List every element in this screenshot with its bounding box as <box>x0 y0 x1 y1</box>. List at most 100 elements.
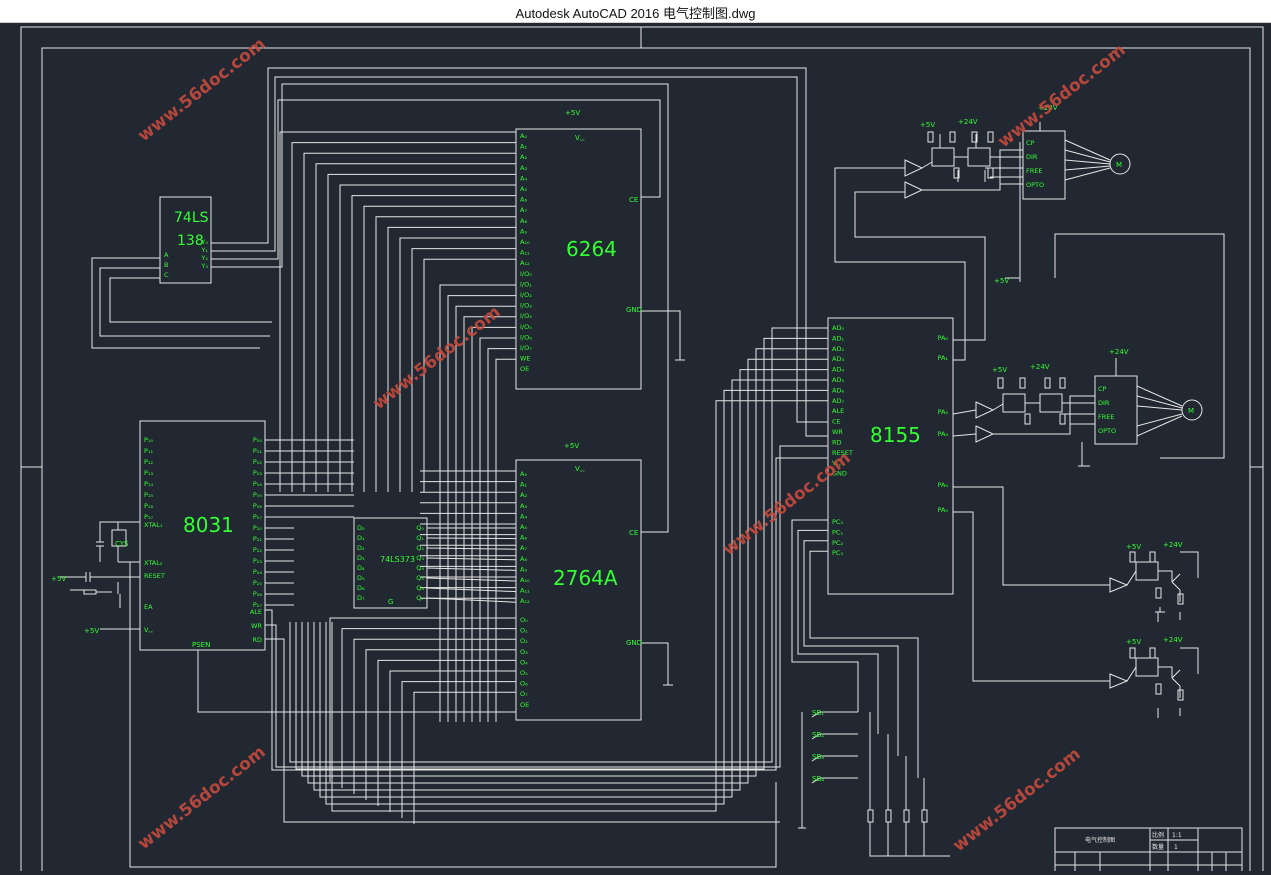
watermark-text: www.56doc.com <box>134 34 269 146</box>
chip-8031 <box>139 420 266 651</box>
driver-1-supply <box>1010 122 1041 282</box>
ppi-pin-label: PA₁ <box>937 354 948 362</box>
mcu-pin-label: P₂₃ <box>253 557 263 565</box>
wire <box>365 649 516 800</box>
title-block-scale-value: 1:1 <box>1172 832 1182 839</box>
resistor <box>921 809 928 823</box>
wire <box>387 226 516 492</box>
wire <box>197 650 516 713</box>
latch-pin-label: Q₇ <box>416 594 424 602</box>
ppi-pin-label: AD₇ <box>832 397 844 405</box>
resistor <box>949 131 956 143</box>
title-block-grid <box>1055 828 1242 875</box>
wire <box>295 337 828 770</box>
decoder-pin-label: Y₃ <box>200 262 208 270</box>
eprom-pin-label: A₁ <box>520 481 527 489</box>
optocoupler <box>1135 561 1159 581</box>
pin-labels: A₀A₁A₂A₃A₄A₅A₆A₇A₈A₉A₁₀A₁₁A₁₂I/O₀I/O₁I/O… <box>144 132 1116 709</box>
chip-8031-label: 8031 <box>183 513 234 537</box>
ppi-pin-label: AD₆ <box>832 386 844 394</box>
ppi-pin-label: PC₁ <box>832 528 843 536</box>
mcu-pin-label: P₀₄ <box>253 480 263 488</box>
ram-pin-label: I/O₄ <box>520 312 532 320</box>
wire <box>854 191 986 341</box>
driver-pin-label: CP <box>1026 139 1035 147</box>
latch-pin-label: D₃ <box>357 554 365 562</box>
motor-1-label: M <box>1116 161 1122 169</box>
ram-pin-label: I/O₁ <box>520 280 532 288</box>
wire <box>315 163 516 492</box>
chip-74ls373-label: 74LS373 <box>380 555 415 564</box>
supply-24v-label: +24V <box>1163 541 1183 549</box>
wire <box>303 152 516 492</box>
ram-pin-label: I/O₃ <box>520 302 532 310</box>
latch-pin-label: D₁ <box>357 534 365 542</box>
resistor <box>1059 377 1066 389</box>
ppi-pin-label: PA₀ <box>937 334 948 342</box>
wire <box>331 400 828 812</box>
switch-label: SB₂ <box>812 731 824 739</box>
mcu-pin-label: RESET <box>144 572 165 580</box>
wire <box>479 337 516 722</box>
resistor <box>867 809 874 823</box>
supply-24v-label: +24V <box>1109 348 1129 356</box>
eprom-pin-label: A₆ <box>520 534 527 542</box>
ram-pin-label: A₁₂ <box>520 259 530 267</box>
resistor <box>987 131 994 143</box>
ppi-pin-label: AD₂ <box>832 345 844 353</box>
eprom-gnd-label: GND <box>626 639 642 647</box>
wire <box>265 445 828 768</box>
wire <box>439 284 516 722</box>
ram-pin-label: A₅ <box>520 185 527 193</box>
mcu-pin-label: P₂₇ <box>253 601 263 609</box>
switch-label: SB₁ <box>812 709 824 717</box>
chip-6264-label: 6264 <box>566 237 617 261</box>
wire <box>495 358 516 722</box>
schematic-drawing[interactable]: 74LS 138 6264 2764A 8031 74LS373 G 8155 … <box>0 22 1271 875</box>
mcu-pin-label: P₂₀ <box>253 524 263 532</box>
decoder-pin-label: C <box>164 271 169 279</box>
wire <box>423 258 516 492</box>
wire <box>339 184 516 492</box>
ppi-pin-label: AD₁ <box>832 334 844 342</box>
wire <box>91 257 260 349</box>
chip-8155-label: 8155 <box>870 423 921 447</box>
supply-5v-label: +5V <box>992 366 1007 374</box>
wire <box>341 628 516 788</box>
eprom-pin-label: A₃ <box>520 502 527 510</box>
decoder-pin-label: Y₁ <box>200 246 208 254</box>
drawing-canvas[interactable]: 74LS 138 6264 2764A 8031 74LS373 G 8155 … <box>0 22 1271 875</box>
bus-wiring <box>91 67 1225 868</box>
latch-pin-label: D₅ <box>357 574 365 582</box>
supply-24v-label: +24V <box>958 118 978 126</box>
window-titlebar: Autodesk AutoCAD 2016 电气控制图.dwg <box>0 0 1271 23</box>
eprom-pin-label: A₈ <box>520 555 527 563</box>
wire <box>401 681 516 818</box>
driver-pin-label: DIR <box>1026 153 1038 161</box>
eprom-pin-label: OE <box>520 701 529 709</box>
mcu-pin-label: P₁₃ <box>144 469 154 477</box>
mcu-pin-label: P₁₂ <box>144 458 154 466</box>
decoder-pin-label: Y₀ <box>200 238 208 246</box>
resistor <box>1155 683 1162 695</box>
wire <box>351 195 516 492</box>
supply-5v-label: +5V <box>51 575 66 583</box>
latch-pin-label: D₂ <box>357 544 365 552</box>
wire <box>375 216 516 492</box>
switch-bank <box>798 711 858 829</box>
mcu-pin-label: P₀₂ <box>253 458 263 466</box>
buffer-gate <box>975 401 995 419</box>
wire <box>279 131 516 492</box>
chip-74ls138-label-1: 74LS <box>174 210 209 226</box>
driver-pin-label: DIR <box>1098 399 1110 407</box>
wire <box>327 173 516 492</box>
ppi-pin-label: PA₂ <box>937 408 948 416</box>
wire <box>803 540 899 756</box>
chip-74ls373 <box>353 517 428 609</box>
wire <box>329 617 516 782</box>
mcu-pin-label: P₀₃ <box>253 469 263 477</box>
wire <box>319 379 828 798</box>
mcu-pin-label: P₂₄ <box>253 568 263 576</box>
eprom-pin-label: A₁₀ <box>520 576 530 584</box>
ram-pin-label: A₈ <box>520 217 527 225</box>
